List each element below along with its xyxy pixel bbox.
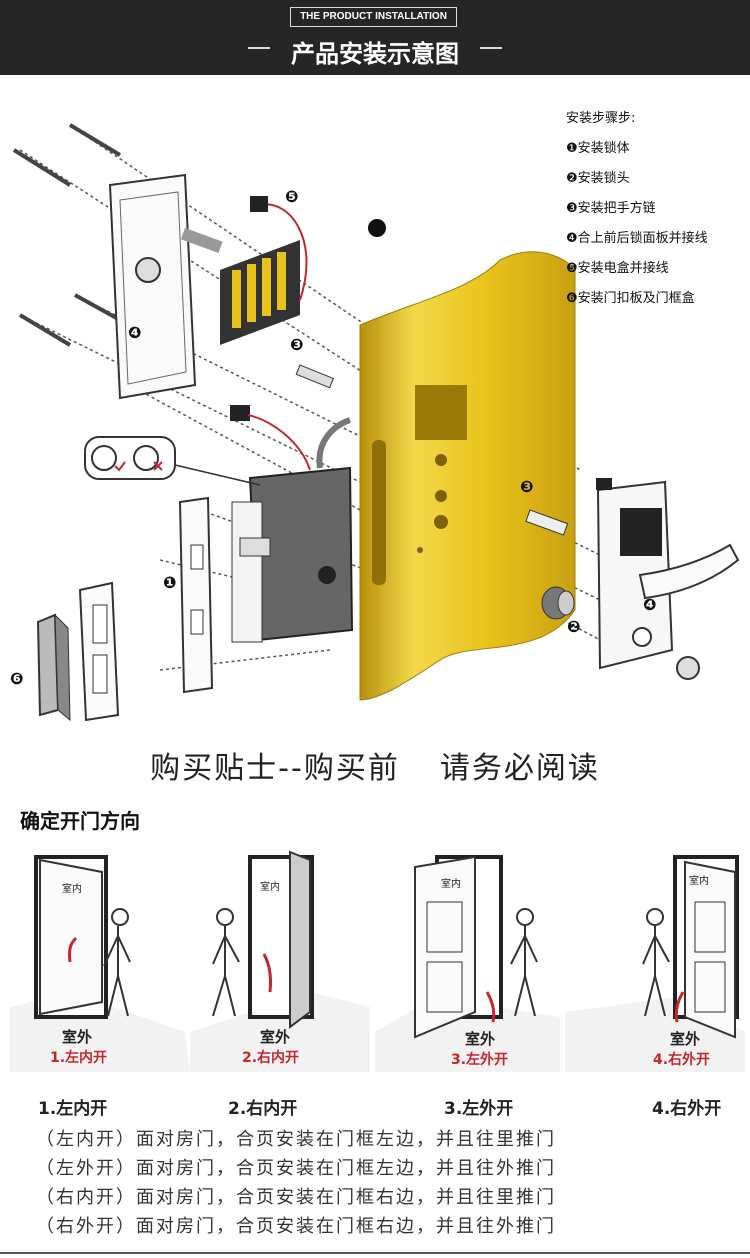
panel-label: 2.右内开 bbox=[242, 1049, 299, 1066]
panel-label: 3.左外开 bbox=[451, 1051, 508, 1068]
faceplate bbox=[178, 496, 214, 694]
indoor-label: 室内 bbox=[441, 877, 461, 890]
outdoor-label: 室外 bbox=[670, 1030, 700, 1048]
installation-diagram: ❺ ❹ ❸ ❸ ❶ ❷ ❹ ❻ bbox=[10, 123, 740, 722]
outdoor-label: 室外 bbox=[465, 1030, 495, 1048]
door-panel-1: 室内 室外 1.左内开 bbox=[10, 842, 190, 1072]
indoor-label: 室内 bbox=[62, 882, 82, 895]
back-panel bbox=[108, 173, 223, 400]
strike-plate bbox=[78, 581, 120, 722]
note-line: （左外开）面对房门，合页安装在门框左边，并且往外推门 bbox=[36, 1158, 556, 1179]
step-item: ❻安装门扣板及门框盒 bbox=[566, 291, 695, 306]
purchase-tips-heading: 购买贴士--购买前 请务必阅读 bbox=[0, 743, 750, 787]
step-item: ❹合上前后锁面板并接线 bbox=[566, 231, 708, 246]
outdoor-label: 室外 bbox=[62, 1028, 92, 1046]
callout-5: ❺ bbox=[285, 187, 299, 206]
header-divider-left bbox=[248, 47, 270, 49]
door-panel-2: 室内 室外 2.右内开 bbox=[190, 842, 370, 1072]
tips-right: 请务必阅读 bbox=[439, 751, 600, 786]
lock-body bbox=[230, 405, 354, 643]
indoor-label: 室内 bbox=[260, 880, 280, 893]
callout-4-back: ❹ bbox=[128, 323, 142, 342]
caption-2: 2.右内开 bbox=[228, 1099, 298, 1119]
step-item: ❷安装锁头 bbox=[566, 171, 630, 186]
callout-2: ❷ bbox=[567, 617, 581, 636]
front-panel bbox=[596, 478, 740, 680]
lock-cylinder bbox=[541, 586, 575, 620]
direction-callout bbox=[84, 436, 261, 486]
header-english-title: THE PRODUCT INSTALLATION bbox=[290, 7, 457, 27]
caption-4: 4.右外开 bbox=[652, 1099, 722, 1119]
page-header: THE PRODUCT INSTALLATION 产品安装示意图 bbox=[0, 0, 750, 75]
caption-3: 3.左外开 bbox=[444, 1099, 514, 1119]
header-divider-right bbox=[480, 47, 502, 49]
step-item: ❺安装电盒并接线 bbox=[566, 261, 669, 276]
callout-4-front: ❹ bbox=[643, 595, 657, 614]
note-line: （左内开）面对房门，合页安装在门框左边，并且往里推门 bbox=[36, 1129, 556, 1150]
tips-left: 购买贴士--购买前 bbox=[150, 751, 400, 786]
direction-notes: （左内开）面对房门，合页安装在门框左边，并且往里推门 （左外开）面对房门，合页安… bbox=[36, 1125, 556, 1241]
spindle-bar bbox=[295, 364, 335, 389]
callout-6: ❻ bbox=[10, 669, 24, 688]
outdoor-label: 室外 bbox=[260, 1028, 290, 1046]
note-line: （右外开）面对房门，合页安装在门框右边，并且往外推门 bbox=[36, 1216, 556, 1237]
door-panel-3: 室内 室外 3.左外开 bbox=[375, 842, 560, 1072]
note-line: （右内开）面对房门，合页安装在门框右边，并且往里推门 bbox=[36, 1187, 556, 1208]
callout-1: ❶ bbox=[163, 573, 177, 592]
door-panel-4: 室内 室外 4.右外开 bbox=[565, 842, 745, 1072]
step-item: ❸安装把手方链 bbox=[566, 201, 656, 216]
step-item: ❶安装锁体 bbox=[566, 141, 630, 156]
panel-label: 4.右外开 bbox=[653, 1051, 710, 1068]
steps-title: 安装步骤步: bbox=[566, 111, 636, 126]
header-chinese-title: 产品安装示意图 bbox=[291, 40, 459, 68]
installation-steps: 安装步骤步: ❶安装锁体 ❷安装锁头 ❸安装把手方链 ❹合上前后锁面板并接线 ❺… bbox=[566, 104, 746, 314]
callout-3-front: ❸ bbox=[520, 477, 534, 496]
door-direction-title: 确定开门方向 bbox=[20, 809, 140, 833]
spindle-bar-2 bbox=[525, 509, 569, 536]
screws bbox=[12, 123, 122, 347]
battery-box bbox=[220, 196, 308, 345]
bottom-divider bbox=[0, 1252, 750, 1254]
panel-label: 1.左内开 bbox=[50, 1049, 107, 1066]
indoor-label: 室内 bbox=[689, 874, 709, 887]
caption-1: 1.左内开 bbox=[38, 1099, 108, 1119]
gold-door bbox=[359, 251, 576, 701]
callout-3-back: ❸ bbox=[290, 335, 304, 354]
dot-marker bbox=[368, 219, 386, 237]
frame-box bbox=[36, 613, 71, 722]
